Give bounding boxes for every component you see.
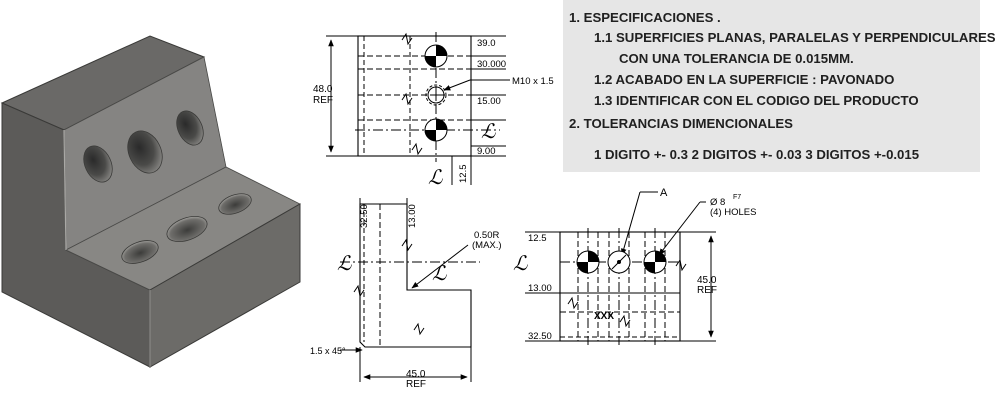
top-dim-2: 30.000: [477, 59, 506, 70]
datum-target-side-1: [576, 250, 600, 274]
side-dim-3: 32.50: [528, 331, 552, 342]
part-hole-5: [166, 216, 208, 242]
top-view-outline: [357, 35, 472, 157]
front-width-ref: REF: [406, 379, 426, 390]
note-line: 1.2 ACABADO EN LA SUPERFICIE : PAVONADO: [594, 72, 895, 87]
datum-target-top-1: [424, 44, 448, 68]
part-hole-6: [218, 193, 252, 215]
part-hole-1: [83, 145, 113, 183]
technical-drawing: 39.0 30.000 M10 x 1.5 15.00 9.00 12.5 48…: [0, 32, 756, 390]
note-line: CON UNA TOLERANCIA DE 0.015MM.: [619, 51, 854, 66]
front-width-dim: 45.0: [406, 369, 426, 380]
side-dim-1: 12.5: [528, 233, 547, 244]
hole-fit: F7: [733, 194, 741, 201]
note-line: 1. ESPECIFICACIONES .: [569, 10, 721, 25]
product-code: XXX: [594, 311, 614, 322]
spec-notes: 1. ESPECIFICACIONES . 1.1 SUPERFICIES PL…: [563, 0, 996, 172]
front-dim-2: 13.00: [407, 204, 418, 228]
radius-note: (MAX.): [472, 240, 502, 251]
note-line: 2. TOLERANCIAS DIMENCIONALES: [569, 116, 793, 131]
centerline-symbol: ℒ: [428, 167, 443, 189]
top-height-dim: 48.0: [313, 84, 333, 95]
part-hole-4: [121, 240, 159, 264]
side-view-outline: [559, 231, 681, 342]
centerline-symbol: ℒ: [513, 253, 528, 275]
datum-target-top-2: [424, 118, 448, 142]
top-dim-1: 39.0: [477, 38, 496, 49]
top-view: [326, 32, 510, 185]
hole-label: Ø 8: [710, 197, 725, 208]
hole-count: (4) HOLES: [710, 207, 756, 218]
part-hole-3: [176, 110, 204, 146]
front-view: [340, 198, 480, 382]
side-view: [525, 191, 716, 345]
side-height-ref: REF: [697, 285, 717, 296]
note-line: 1.1 SUPERFICIES PLANAS, PARALELAS Y PERP…: [594, 30, 996, 45]
callout-a: A: [660, 187, 668, 199]
drawing-sheet: 39.0 30.000 M10 x 1.5 15.00 9.00 12.5 48…: [0, 0, 996, 390]
top-dim-5: 12.5: [458, 165, 469, 184]
top-height-ref: REF: [313, 95, 333, 106]
chamfer-label: 1.5 x 45°: [310, 346, 346, 356]
centerline-symbol: ℒ: [481, 121, 496, 143]
side-height-dim: 45.0: [697, 275, 717, 286]
note-line: 1.3 IDENTIFICAR CON EL CODIGO DEL PRODUC…: [594, 93, 919, 108]
thread-hole: [427, 86, 445, 104]
note-line: 1 DIGITO +- 0.3 2 DIGITOS +- 0.03 3 DIGI…: [594, 147, 920, 162]
radius-label: 0.50R: [474, 230, 499, 241]
centerline-symbol: ℒ: [432, 263, 447, 285]
front-dim-1: 32.50: [359, 204, 370, 228]
thread-label: M10 x 1.5: [512, 76, 554, 87]
centerline-symbol: ℒ: [337, 253, 352, 275]
side-dim-2: 13.00: [528, 283, 552, 294]
top-dim-3: 15.00: [477, 96, 501, 107]
datum-target-side-2: [643, 250, 667, 274]
front-view-outline: [359, 203, 472, 348]
isometric-part: [0, 35, 301, 368]
top-dim-4: 9.00: [477, 146, 496, 157]
part-hole-2: [127, 130, 163, 174]
